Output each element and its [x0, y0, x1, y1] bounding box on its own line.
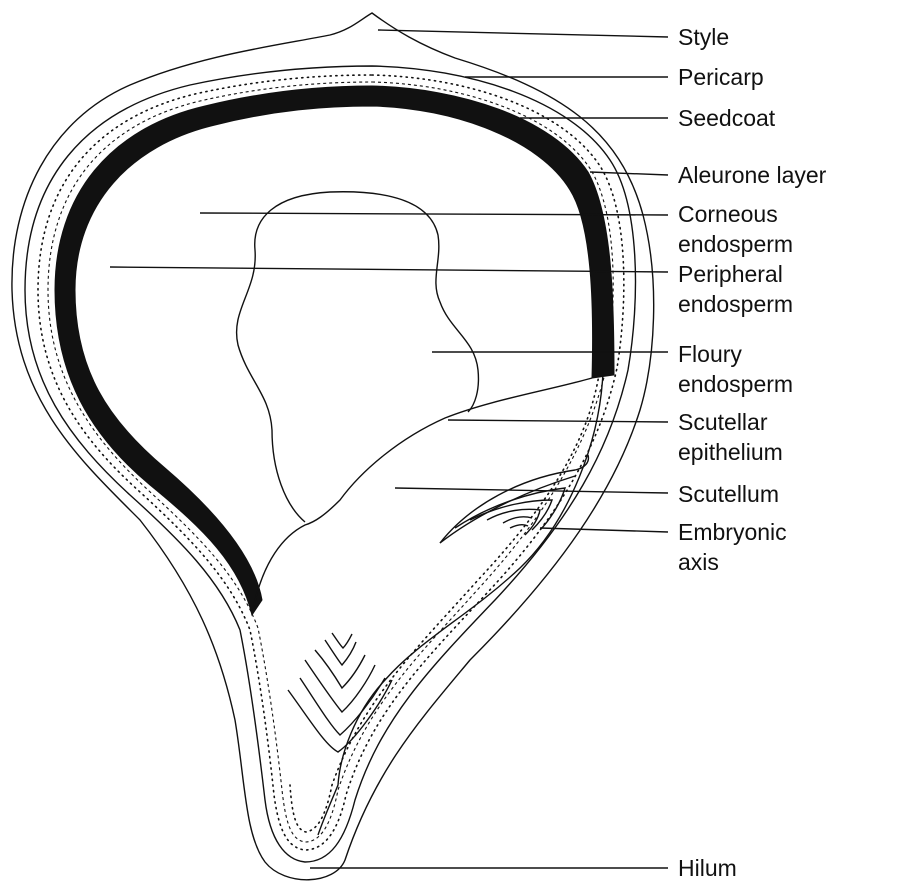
dotted-layer-inner [290, 368, 600, 832]
label-floury-line1: Floury [678, 341, 742, 367]
label-embryonic-line1: Embryonic [678, 519, 787, 545]
label-scutellum: Scutellum [678, 481, 779, 507]
label-floury-line2: endosperm [678, 371, 793, 397]
radicle-chevrons [288, 633, 392, 752]
label-peripheral-line1: Peripheral [678, 261, 783, 287]
label-style: Style [678, 24, 729, 50]
label-embryonic-line2: axis [678, 549, 719, 575]
label-corneous-line2: endosperm [678, 231, 793, 257]
labels: Style Pericarp Seedcoat Aleurone layer C… [678, 24, 827, 881]
scutellum-outline [252, 378, 592, 615]
pericarp-inner-line [25, 66, 635, 862]
label-pericarp: Pericarp [678, 64, 764, 90]
label-seedcoat: Seedcoat [678, 105, 776, 131]
scutellum-lower-edge [318, 372, 603, 835]
embryonic-axis [440, 455, 588, 543]
label-corneous-line1: Corneous [678, 201, 778, 227]
seedcoat-band [55, 86, 614, 615]
leader-lines [110, 30, 668, 868]
label-hilum: Hilum [678, 855, 737, 881]
label-peripheral-line2: endosperm [678, 291, 793, 317]
label-scutellar-line1: Scutellar [678, 409, 768, 435]
floury-endosperm-outline [237, 192, 479, 522]
label-aleurone-layer: Aleurone layer [678, 162, 827, 188]
label-scutellar-line2: epithelium [678, 439, 783, 465]
